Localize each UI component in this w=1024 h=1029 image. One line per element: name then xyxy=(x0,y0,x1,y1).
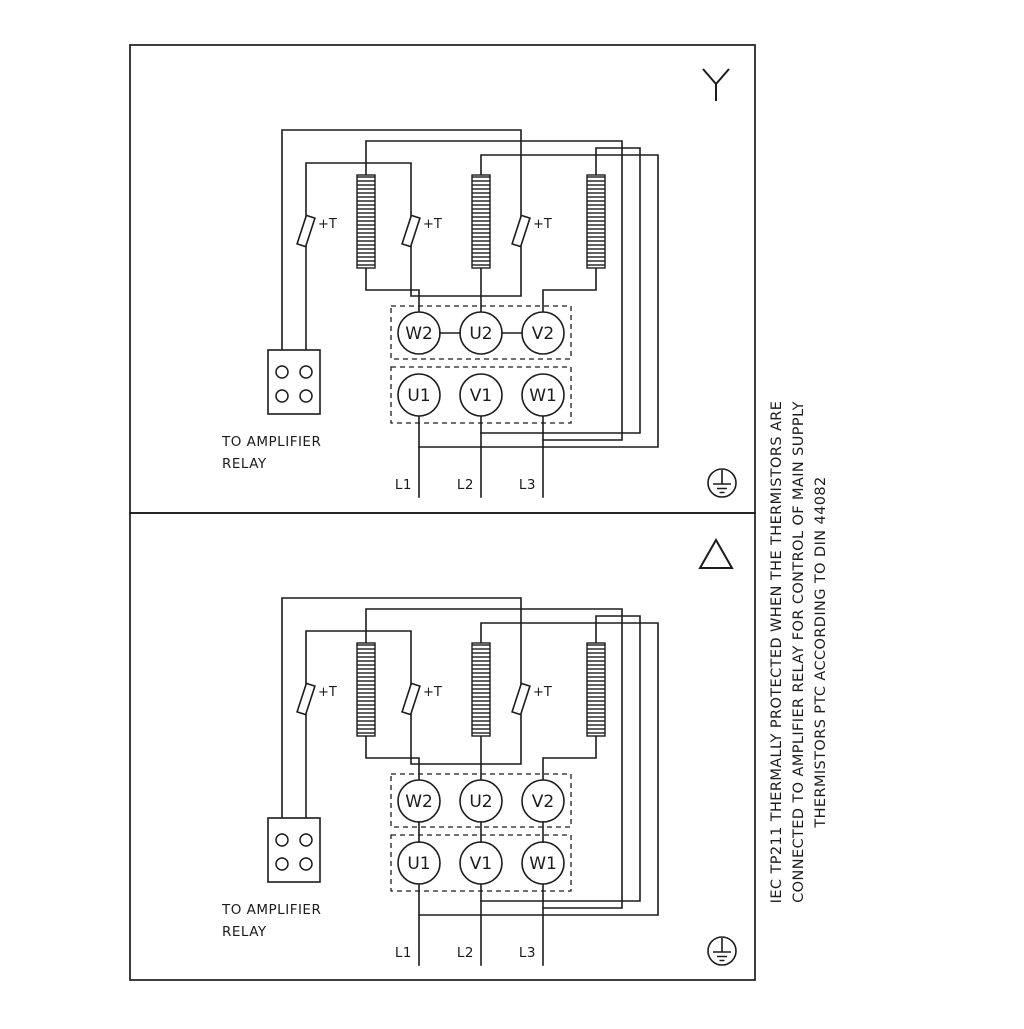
supply-label-l2: L2 xyxy=(457,945,474,961)
terminal-v1-label: V1 xyxy=(470,854,492,874)
terminal-box-top xyxy=(390,773,572,828)
supply-label-l3: L3 xyxy=(519,945,536,961)
terminal-w1 xyxy=(521,373,565,417)
thermistor-label: +T xyxy=(318,685,337,700)
side-note: IEC TP211 THERMALLY PROTECTED WHEN THE T… xyxy=(769,401,829,904)
supply-label-l1: L1 xyxy=(395,945,412,961)
relay-terminal xyxy=(275,365,289,379)
amplifier-relay-box xyxy=(267,349,321,415)
relay-label-line2: RELAY xyxy=(222,924,267,940)
terminal-u2-label: U2 xyxy=(469,324,492,344)
terminal-box-bottom xyxy=(390,366,572,424)
wire xyxy=(418,622,659,916)
thermistor-icon xyxy=(401,214,421,248)
note-line-2: CONNECTED TO AMPLIFIER RELAY FOR CONTROL… xyxy=(791,401,807,903)
wire xyxy=(542,735,597,782)
wire xyxy=(480,147,641,434)
wire xyxy=(418,154,659,448)
wire xyxy=(365,735,420,782)
thermistor-icon xyxy=(296,682,316,716)
note-line-3: THERMISTORS PTC ACCORDING TO DIN 44082 xyxy=(813,476,829,828)
wire xyxy=(410,713,522,765)
terminal-box-top xyxy=(390,305,572,360)
terminal-w2-label: W2 xyxy=(405,792,433,812)
motor-winding xyxy=(471,174,491,269)
terminal-u1 xyxy=(397,373,441,417)
terminal-v2-label: V2 xyxy=(532,792,554,812)
wire xyxy=(281,597,522,835)
terminal-w2-label: W2 xyxy=(405,324,433,344)
relay-terminal xyxy=(299,833,313,847)
wire xyxy=(365,140,623,441)
thermistor-label: +T xyxy=(423,217,442,232)
panel-frame xyxy=(129,512,756,981)
relay-terminal xyxy=(299,389,313,403)
earth-ground-icon xyxy=(707,936,737,966)
thermistor-icon xyxy=(296,214,316,248)
supply-label-l3: L3 xyxy=(519,477,536,493)
terminal-u1-label: U1 xyxy=(407,386,430,406)
thermistor-label: +T xyxy=(533,685,552,700)
motor-winding xyxy=(586,174,606,269)
supply-label-l1: L1 xyxy=(395,477,412,493)
wire xyxy=(480,615,641,902)
relay-label-line2: RELAY xyxy=(222,456,267,472)
terminal-u1-label: U1 xyxy=(407,854,430,874)
wire xyxy=(281,129,522,367)
motor-winding xyxy=(586,642,606,737)
relay-label-line1: TO AMPLIFIER xyxy=(221,902,321,918)
note-line-1: IEC TP211 THERMALLY PROTECTED WHEN THE T… xyxy=(769,401,785,904)
wire xyxy=(365,608,623,909)
terminal-v1 xyxy=(459,373,503,417)
wire xyxy=(365,267,420,314)
delta-connection-panel: +T +T +T TO AMPLIFIER RELAY W2 U2 V2 U1 … xyxy=(129,512,756,981)
wire xyxy=(542,267,597,314)
relay-terminal xyxy=(299,857,313,871)
relay-terminal xyxy=(275,833,289,847)
motor-winding xyxy=(356,642,376,737)
amplifier-relay-box xyxy=(267,817,321,883)
relay-terminal xyxy=(275,389,289,403)
wire xyxy=(305,630,412,686)
relay-label-line1: TO AMPLIFIER xyxy=(221,434,321,450)
wire xyxy=(305,162,412,218)
relay-terminal xyxy=(299,365,313,379)
terminal-w1-label: W1 xyxy=(529,854,557,874)
thermistor-label: +T xyxy=(318,217,337,232)
wire xyxy=(410,245,522,297)
supply-label-l2: L2 xyxy=(457,477,474,493)
terminal-v2-label: V2 xyxy=(532,324,554,344)
terminal-u2-label: U2 xyxy=(469,792,492,812)
terminal-w1-label: W1 xyxy=(529,386,557,406)
thermistor-label: +T xyxy=(533,217,552,232)
thermistor-icon xyxy=(511,682,531,716)
terminal-v1-label: V1 xyxy=(470,386,492,406)
relay-terminal xyxy=(275,857,289,871)
motor-winding xyxy=(471,642,491,737)
earth-ground-icon xyxy=(707,468,737,498)
star-symbol-icon xyxy=(702,68,730,101)
thermistor-icon xyxy=(511,214,531,248)
thermistor-label: +T xyxy=(423,685,442,700)
thermistor-icon xyxy=(401,682,421,716)
star-connection-panel: +T +T +T TO AMPLIFIER RELAY W2 U2 V2 U1 … xyxy=(129,44,756,514)
delta-symbol-icon xyxy=(698,537,734,569)
motor-winding xyxy=(356,174,376,269)
